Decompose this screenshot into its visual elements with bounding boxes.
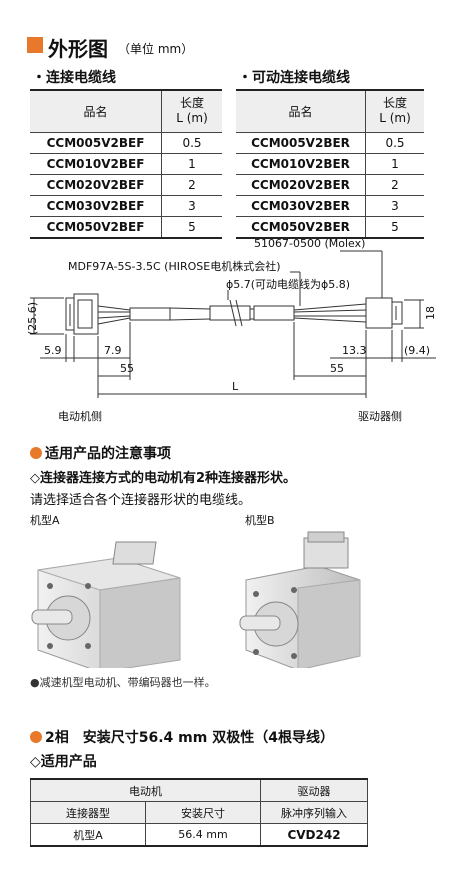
dim-18: 18	[424, 306, 437, 320]
sub-mount-size: 安装尺寸	[145, 801, 261, 824]
cell-driver-model: CVD242	[260, 823, 368, 847]
molex-label: 51067-0500 (Molex)	[254, 237, 366, 250]
applicable-products-table: 电动机 驱动器 连接器型 安装尺寸 脉冲序列输入 机型A 56.4 mm CVD…	[30, 778, 368, 847]
page-title: 外形图	[48, 37, 108, 61]
cell-connector-type: 机型A	[30, 823, 146, 847]
hirose-label: MDF97A-5S-3.5C (HIROSE电机株式会社)	[68, 260, 281, 273]
dim-55-right: 55	[330, 362, 344, 375]
bottom-bullet	[30, 731, 42, 743]
dim-25-6: (25.6)	[26, 301, 39, 335]
length-cell: 5	[365, 216, 424, 238]
type-b-label: 机型B	[245, 514, 275, 527]
notes-bullet	[30, 447, 42, 459]
head-driver: 驱动器	[260, 778, 368, 802]
col-name-header: 品名	[30, 90, 162, 133]
dim-9-4: (9.4)	[404, 344, 431, 357]
length-cell: 5	[161, 216, 222, 238]
model-cell: CCM050V2BEF	[30, 216, 162, 238]
model-cell: CCM005V2BEF	[30, 132, 162, 154]
length-cell: 2	[365, 174, 424, 196]
right-section-title: ・可动连接电缆线	[238, 70, 350, 86]
bottom-title: 2相 安装尺寸56.4 mm 双极性（4根导线）	[45, 730, 334, 746]
type-a-label: 机型A	[30, 514, 60, 527]
length-cell: 0.5	[365, 132, 424, 154]
dim-5-9: 5.9	[44, 344, 62, 357]
motor-b-image	[239, 531, 361, 668]
length-cell: 3	[365, 195, 424, 217]
model-cell: CCM005V2BER	[236, 132, 366, 154]
model-cell: CCM050V2BER	[236, 216, 366, 238]
length-cell: 1	[161, 153, 222, 175]
dim-L: L	[232, 380, 239, 393]
dim-13-3: 13.3	[342, 344, 367, 357]
applicable-products-title: ◇适用产品	[30, 754, 97, 770]
dim-7-9: 7.9	[104, 344, 122, 357]
driver-side-label: 驱动器侧	[358, 410, 402, 423]
model-cell: CCM010V2BEF	[30, 153, 162, 175]
sub-pulse-input: 脉冲序列输入	[260, 801, 368, 824]
title-marker	[27, 37, 43, 53]
col-name-header: 品名	[236, 90, 366, 133]
model-cell: CCM030V2BER	[236, 195, 366, 217]
model-cell: CCM020V2BEF	[30, 174, 162, 196]
length-cell: 3	[161, 195, 222, 217]
length-cell: 1	[365, 153, 424, 175]
notes-line1: ◇连接器连接方式的电动机有2种连接器形状。	[30, 471, 297, 486]
motor-a-image	[31, 541, 181, 668]
model-cell: CCM010V2BER	[236, 153, 366, 175]
dim-55-left: 55	[120, 362, 134, 375]
model-cell: CCM030V2BEF	[30, 195, 162, 217]
notes-line2: 请选择适合各个连接器形状的电缆线。	[30, 493, 252, 508]
cable-drawing	[30, 250, 436, 398]
head-motor: 电动机	[30, 778, 261, 802]
footnote: ●减速机型电动机、带编码器也一样。	[30, 676, 216, 689]
diameter-label: ϕ5.7(可动电缆线为ϕ5.8)	[226, 278, 351, 291]
length-cell: 2	[161, 174, 222, 196]
unit-note: （单位 mm）	[118, 42, 194, 56]
notes-title: 适用产品的注意事项	[45, 446, 171, 462]
left-section-title: ・连接电缆线	[32, 70, 116, 86]
sub-connector-type: 连接器型	[30, 801, 146, 824]
model-cell: CCM020V2BER	[236, 174, 366, 196]
length-cell: 0.5	[161, 132, 222, 154]
motor-side-label: 电动机侧	[58, 410, 102, 423]
cell-mount-size: 56.4 mm	[145, 823, 261, 847]
